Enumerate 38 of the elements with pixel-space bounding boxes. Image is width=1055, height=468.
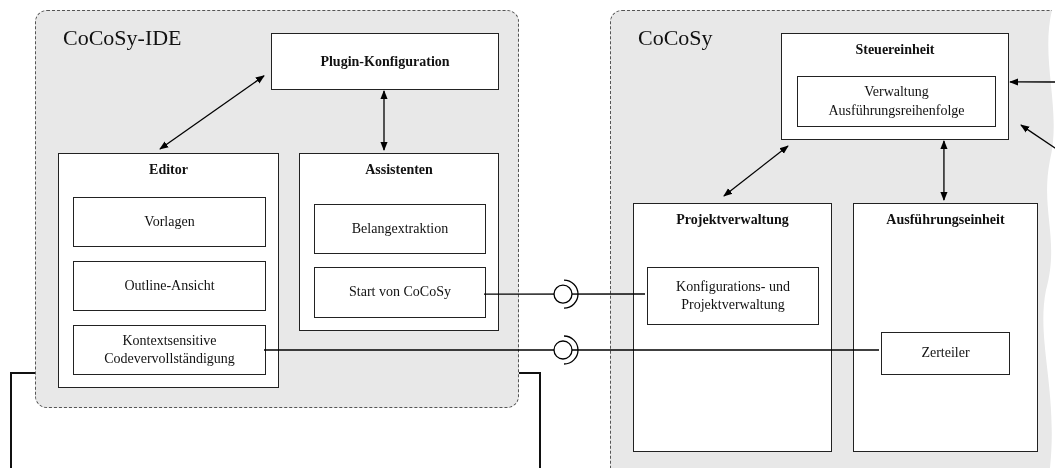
component-box [853,203,1038,452]
arrow [723,145,789,197]
component-title: Projektverwaltung [675,211,790,229]
module-box [314,204,486,254]
module-label: Belangextraktion [350,219,450,238]
module-label: Zerteiler [920,344,971,363]
component-title: Plugin-Konfiguration [319,52,451,71]
component-title: Ausführungseinheit [885,211,1006,229]
module-box [73,197,266,247]
component-title: Editor [148,161,189,179]
module-box [73,325,266,375]
component-group [610,10,1055,468]
module-box [271,33,499,90]
module-label: Kontextsensitive Codevervollständigung [103,331,236,368]
module-box [314,267,486,318]
module-box [881,332,1010,375]
module-box [797,76,996,127]
group-title: CoCoSy-IDE [63,25,182,51]
module-label: Vorlagen [143,212,196,231]
module-box [647,267,819,325]
module-label: Verwaltung Ausführungsreihenfolge [827,83,966,120]
module-label: Outline-Ansicht [123,276,216,295]
arrow [940,140,948,201]
arrow [380,90,388,151]
component-box [58,153,279,388]
module-box [73,261,266,311]
arrow [1009,78,1055,86]
component-title: Assistenten [364,161,434,179]
arrow [1020,124,1055,151]
group-title: CoCoSy [638,25,713,51]
arrow [159,75,265,150]
component-title: Steuereinheit [854,41,936,59]
component-box [633,203,832,452]
module-label: Konfigurations- und Projektverwaltung [675,277,791,314]
component-group [35,10,519,408]
component-box [299,153,499,331]
component-box [781,33,1009,140]
module-label: Start von CoCoSy [348,283,452,302]
